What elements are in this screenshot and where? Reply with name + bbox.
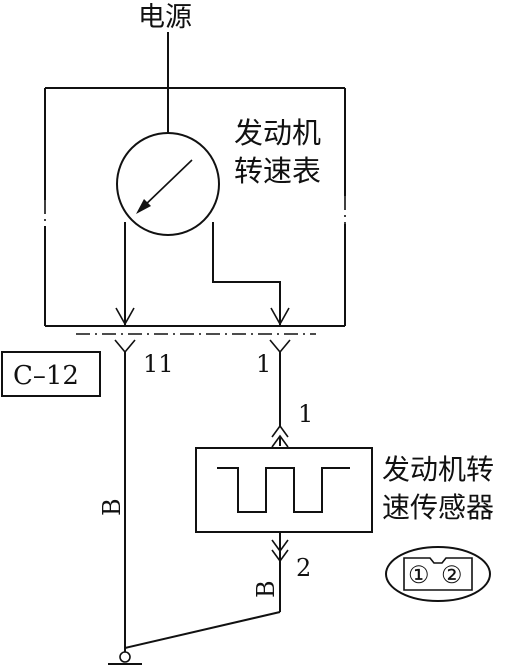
sensor-label-line2: 速传感器 [382,491,494,524]
tachometer-label-line1: 发动机 [234,116,321,150]
tachometer-label-line2: 转速表 [234,154,321,188]
power-label: 电源 [138,2,192,33]
gauge-wire-right [212,222,281,326]
pin-11-label: 11 [143,350,174,378]
wire-color-right: B [252,580,280,598]
sensor-plug-icon: ① ② [385,546,491,602]
square-wave-icon [217,467,350,513]
tachometer-gauge-icon [116,132,220,236]
ground-return-wire [124,611,281,649]
ground-icon [108,651,142,665]
pin-11-terminal [114,339,136,354]
tachometer-housing [44,87,346,327]
sensor-box [195,447,373,533]
sensor-pin-1-label: 1 [298,400,313,428]
wire-color-left: B [98,498,126,516]
connector-code-label: C–12 [13,361,79,391]
arrow-down-icon [115,307,135,326]
plug-pin-1-label: ① [408,561,430,589]
pin-1-label: 1 [256,350,271,378]
arrow-down-icon [270,307,290,326]
sensor-label-line1: 发动机转 [382,453,494,486]
pin-1-terminal [269,339,291,354]
plug-pin-2-label: ② [441,561,463,589]
connector-code-box [1,351,101,397]
sensor-pin-1-arrow-icon [271,424,289,438]
sensor-pin-2-label: 2 [296,554,311,582]
